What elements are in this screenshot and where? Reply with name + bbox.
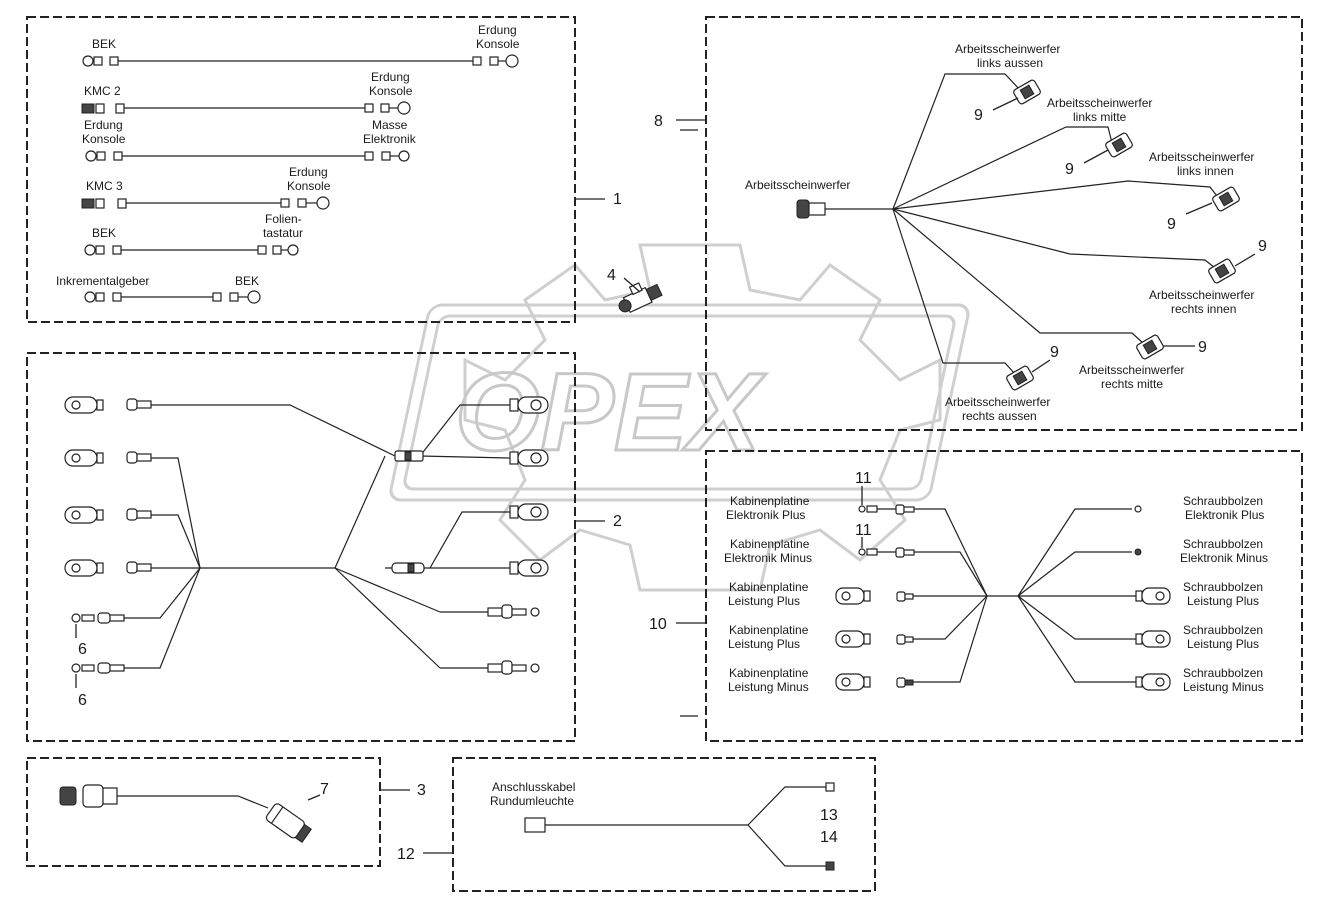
lamp3-label-b: links innen — [1177, 164, 1234, 178]
lamp5-label-a: Arbeitsscheinwerfer — [1079, 363, 1184, 377]
cable-inkrementalgeber-bek: Inkrementalgeber BEK — [56, 274, 261, 304]
cable-kmc3-erdung: KMC 3 Erdung Konsole — [81, 165, 331, 210]
connector-item-4: 4 — [607, 267, 663, 314]
g10-r3-a: Schraubbolzen — [1183, 580, 1263, 594]
c5-right-label-b: tastatur — [263, 226, 303, 240]
group-2-harness: 6 6 2 — [64, 396, 622, 709]
g10-l2-a: Kabinenplatine — [730, 537, 810, 551]
callout-6a: 6 — [78, 641, 87, 658]
lamp4-label-a: Arbeitsscheinwerfer — [1149, 288, 1254, 302]
g8-source-label: Arbeitsscheinwerfer — [745, 178, 850, 192]
group-8-worklights: Arbeitsscheinwerfer Arbeitsscheinwerfer … — [654, 42, 1267, 423]
callout-13: 13 — [820, 807, 838, 824]
group-12-box — [452, 757, 876, 892]
callout-9c: 9 — [1167, 216, 1176, 233]
c3-left-label-a: Erdung — [84, 118, 123, 132]
callout-4: 4 — [607, 267, 616, 284]
lamp6-label-a: Arbeitsscheinwerfer — [945, 395, 1050, 409]
g10-l1-b: Elektronik Plus — [726, 508, 805, 522]
g12-label-a: Anschlusskabel — [492, 780, 575, 794]
callout-7: 7 — [320, 781, 329, 798]
c3-right-label-a: Masse — [372, 118, 408, 132]
callout-3: 3 — [417, 782, 426, 799]
watermark-text: OPEX — [455, 351, 766, 474]
c1-right-label-a: Erdung — [478, 23, 517, 37]
left-terminals — [64, 396, 152, 674]
g10-l2-b: Elektronik Minus — [724, 551, 812, 565]
group-3-box — [26, 757, 381, 867]
c4-left-label: KMC 3 — [86, 179, 123, 193]
callout-10: 10 — [649, 616, 667, 633]
g10-l5-b: Leistung Minus — [728, 680, 809, 694]
g10-r2-a: Schraubbolzen — [1183, 537, 1263, 551]
cable-erdung-masse: Erdung Konsole Masse Elektronik — [82, 118, 417, 162]
callout-9d: 9 — [1258, 238, 1267, 255]
c2-right-label-a: Erdung — [371, 70, 410, 84]
group-12-cable: Anschlusskabel Rundumleuchte 13 14 12 — [397, 780, 838, 871]
right-terminals — [487, 396, 549, 675]
c1-right-label-b: Konsole — [476, 37, 520, 51]
callout-11b: 11 — [855, 522, 872, 539]
g10-l3-b: Leistung Plus — [728, 594, 800, 608]
lamp4-label-b: rechts innen — [1171, 302, 1236, 316]
c2-right-label-b: Konsole — [369, 84, 413, 98]
callout-9f: 9 — [1050, 344, 1059, 361]
g10-r2-b: Elektronik Minus — [1180, 551, 1268, 565]
g10-l1-a: Kabinenplatine — [730, 494, 810, 508]
g10-r4-a: Schraubbolzen — [1183, 623, 1263, 637]
c6-right-label: BEK — [235, 274, 259, 288]
c3-left-label-b: Konsole — [82, 132, 126, 146]
callout-14: 14 — [820, 829, 838, 846]
c1-left-label: BEK — [92, 37, 116, 51]
lamp1-label-b: links aussen — [977, 56, 1043, 70]
callout-11a: 11 — [855, 470, 872, 487]
c3-right-label-b: Elektronik — [363, 132, 417, 146]
callout-2: 2 — [613, 513, 622, 530]
g12-label-b: Rundumleuchte — [490, 794, 574, 808]
lamp6-label-b: rechts aussen — [962, 409, 1037, 423]
lamp2-label-a: Arbeitsscheinwerfer — [1047, 96, 1152, 110]
c5-right-label-a: Folien- — [265, 212, 302, 226]
cable-bek-folientastatur: BEK Folien- tastatur — [84, 212, 303, 256]
g10-l3-a: Kabinenplatine — [729, 580, 809, 594]
group-1-box — [26, 16, 576, 323]
g10-r5-a: Schraubbolzen — [1183, 666, 1263, 680]
g10-r1-a: Schraubbolzen — [1183, 494, 1263, 508]
lamp-connectors — [1006, 79, 1240, 391]
g10-l5-a: Kabinenplatine — [729, 666, 809, 680]
lamp3-label-a: Arbeitsscheinwerfer — [1149, 150, 1254, 164]
callout-9e: 9 — [1198, 339, 1207, 356]
callout-12: 12 — [397, 846, 415, 863]
c5-left-label: BEK — [92, 226, 116, 240]
callout-1: 1 — [613, 191, 622, 208]
c4-right-label-b: Konsole — [287, 179, 331, 193]
group-3-cable: 7 3 — [59, 781, 426, 844]
callout-6b: 6 — [78, 692, 87, 709]
callout-9b: 9 — [1065, 161, 1074, 178]
lamp2-label-b: links mitte — [1073, 110, 1127, 124]
c4-right-label-a: Erdung — [289, 165, 328, 179]
c2-left-label: KMC 2 — [84, 84, 121, 98]
g10-l4-b: Leistung Plus — [728, 637, 800, 651]
group-10-box — [705, 450, 1303, 742]
group-2-box — [26, 352, 576, 742]
g10-r5-b: Leistung Minus — [1183, 680, 1264, 694]
group-8-box — [705, 16, 1303, 431]
g10-r3-b: Leistung Plus — [1187, 594, 1259, 608]
g10-l4-a: Kabinenplatine — [729, 623, 809, 637]
callout-9a: 9 — [974, 107, 983, 124]
g10-r4-b: Leistung Plus — [1187, 637, 1259, 651]
cable-kmc2-erdung: KMC 2 Erdung Konsole — [81, 70, 413, 115]
g10-r1-b: Elektronik Plus — [1185, 508, 1264, 522]
cable-bek-erdung: BEK Erdung Konsole — [82, 23, 520, 68]
group-1-cables: BEK Erdung Konsole KMC 2 Erdung Konsole … — [56, 23, 622, 304]
callout-8: 8 — [654, 113, 663, 130]
group-10-cabin-board: Kabinenplatine Elektronik Plus Kabinenpl… — [649, 470, 1268, 717]
lamp5-label-b: rechts mitte — [1101, 377, 1163, 391]
watermark: OPEX — [389, 243, 970, 592]
c6-left-label: Inkrementalgeber — [56, 274, 149, 288]
lamp1-label-a: Arbeitsscheinwerfer — [955, 42, 1060, 56]
